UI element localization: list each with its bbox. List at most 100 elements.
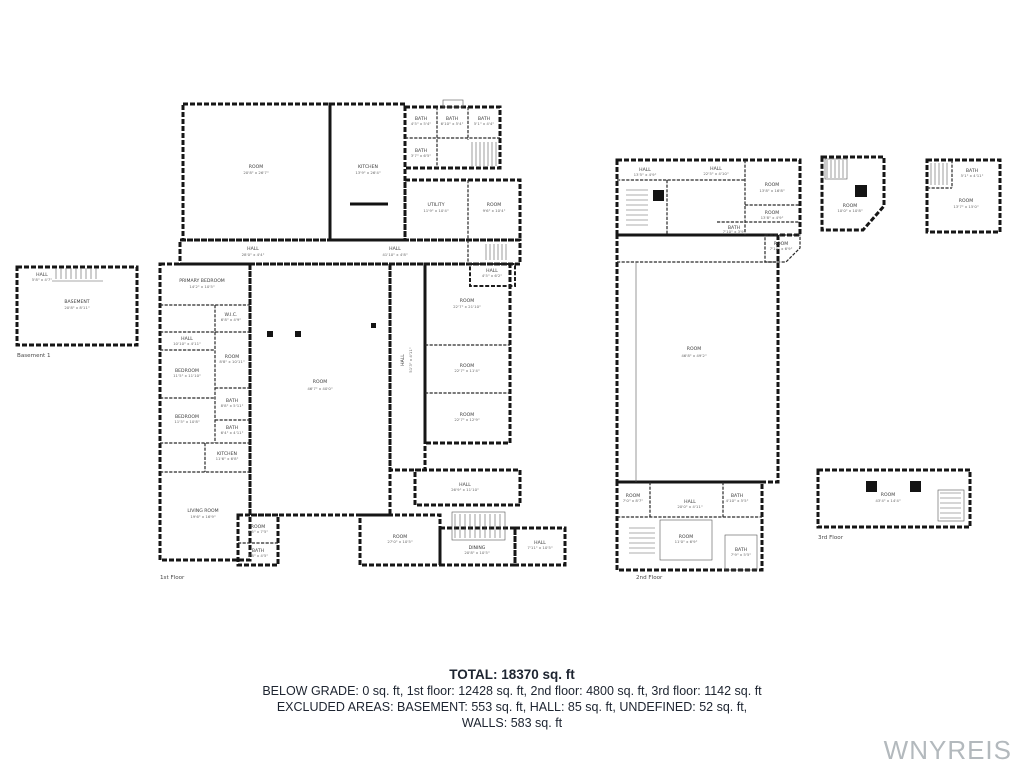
- third-floor-plan: ROOM 10'0" x 10'8" BATH 5'1" x 4'11" ROO…: [816, 155, 1002, 541]
- room-label: ROOM: [881, 492, 895, 498]
- room-label: ROOM: [774, 241, 788, 247]
- room-label: HALL: [710, 166, 722, 172]
- room-dims: 7'9" x 5'5": [731, 552, 752, 557]
- room-dims: 13'9" x 26'4": [355, 170, 381, 175]
- room-label: ROOM: [765, 210, 779, 216]
- floor-caption-third: 3rd Floor: [818, 535, 844, 541]
- room-label: HALL: [36, 272, 48, 278]
- first-floor-walls: [158, 99, 567, 567]
- room-dims: 22'5" x 4'10": [703, 171, 729, 176]
- third-floor-stairs-icon: [826, 160, 961, 519]
- room-dims: 41'10" x 4'8": [382, 252, 408, 257]
- chimney-marks: [653, 190, 664, 201]
- room-dims: 22'7" x 11'4": [454, 368, 480, 373]
- room-label: ROOM: [460, 412, 474, 418]
- room-dims: 4'5" x 5'4": [411, 121, 432, 126]
- room-dims: 14'2" x 10'5": [189, 284, 215, 289]
- chimney-marks: [855, 185, 921, 492]
- room-label: ROOM: [765, 182, 779, 188]
- room-label: ROOM: [843, 203, 857, 209]
- room-label: HALL: [486, 268, 498, 274]
- room-label: ROOM: [251, 524, 265, 530]
- room-dims: 6'8" x 4'9": [221, 317, 242, 322]
- total-area-text: TOTAL: 18370 sq. ft: [449, 667, 575, 682]
- room-label: BATH: [226, 425, 238, 431]
- room-label: ROOM: [460, 363, 474, 369]
- room-dims: 20'8" x 10'5": [464, 550, 490, 555]
- room-label: HALL: [684, 499, 696, 505]
- room-label: ROOM: [959, 198, 973, 204]
- second-floor-stairs-icon: [626, 189, 655, 554]
- room-dims: 26'9" x 11'10": [451, 487, 479, 492]
- room-label: BATH: [731, 493, 743, 499]
- walls-area-text: WALLS: 583 sq. ft: [461, 716, 563, 730]
- room-dims: 28'0" x 4'4": [242, 252, 265, 257]
- second-floor-plan: HALL 13'5" x 4'9" HALL 22'5" x 4'10" ROO…: [615, 158, 802, 581]
- by-floor-area-text: BELOW GRADE: 0 sq. ft, 1st floor: 12428 …: [262, 684, 762, 698]
- room-dims: 11'0" x 6'9": [675, 539, 698, 544]
- first-floor-stairs-icon: [454, 142, 507, 538]
- room-label: ROOM: [687, 346, 701, 352]
- room-dims: 5'1" x 4'11": [961, 173, 984, 178]
- room-label: HALL: [639, 167, 651, 173]
- room-label: HALL: [534, 540, 546, 546]
- room-label: ROOM: [487, 202, 501, 208]
- room-label: ROOM: [249, 164, 263, 170]
- room-label: BATH: [478, 116, 490, 122]
- room-label: BEDROOM: [175, 414, 199, 420]
- room-label: BATH: [415, 116, 427, 122]
- room-dims: 6'5" x 7'5": [248, 529, 269, 534]
- room-dims: 13'8" x 4'9": [761, 215, 784, 220]
- room-dims: 11'6" x 6'8": [216, 456, 239, 461]
- first-floor-plan: ROOM 20'8" x 26'7" KITCHEN 13'9" x 26'4"…: [158, 99, 567, 581]
- room-dims: 13'8" x 16'8": [759, 188, 785, 193]
- room-label: BATH: [415, 148, 427, 154]
- room-label: ROOM: [679, 534, 693, 540]
- room-label: ROOM: [225, 354, 239, 360]
- room-label: BATH: [446, 116, 458, 122]
- room-label: ROOM: [626, 493, 640, 499]
- room-label: BATH: [252, 548, 264, 554]
- basement-plan: HALL 5'8" x 4'7" BASEMENT 20'8" x 8'11" …: [15, 265, 139, 359]
- room-dims: 3'7" x 6'5": [411, 153, 432, 158]
- room-label: BEDROOM: [175, 368, 199, 374]
- room-dims: 13'7" x 15'0": [953, 204, 979, 209]
- room-label: HALL: [247, 246, 259, 252]
- room-label: DINING: [469, 545, 486, 551]
- room-dims: 4'10" x 5'5": [726, 498, 749, 503]
- room-dims: 11'9" x 10'4": [423, 208, 449, 213]
- room-dims: 5'1" x 4'4": [474, 121, 495, 126]
- area-summary: TOTAL: 18370 sq. ft BELOW GRADE: 0 sq. f…: [0, 666, 1024, 731]
- room-dims: 6'4" x 4'11": [221, 430, 244, 435]
- room-dims: 9'6" x 10'4": [483, 208, 506, 213]
- room-dims: 46'8" x 49'2": [681, 353, 707, 358]
- room-label: HALL: [389, 246, 401, 252]
- room-label: BATH: [226, 398, 238, 404]
- room-label: BASEMENT: [64, 299, 89, 305]
- room-label: UTILITY: [427, 202, 444, 208]
- room-dims: 8'8" x 10'11": [219, 359, 245, 364]
- room-label: ROOM: [460, 298, 474, 304]
- wnyreis-watermark: WNYREIS: [883, 735, 1012, 765]
- room-label: W.I.C.: [225, 312, 238, 318]
- room-dims: 5'8" x 4'7": [32, 277, 53, 282]
- room-dims: 20'8" x 26'7": [243, 170, 269, 175]
- room-dims: 20'0" x 4'11": [677, 504, 703, 509]
- room-label: BATH: [966, 168, 978, 174]
- room-label: ROOM: [313, 379, 327, 385]
- third-floor-walls: [816, 155, 1002, 529]
- room-dims: 22'7" x 21'10": [453, 304, 481, 309]
- room-dims: 7'0" x 8'7": [623, 498, 644, 503]
- room-label: KITCHEN: [358, 164, 378, 170]
- floor-caption-basement: Basement 1: [17, 353, 51, 359]
- room-label: HALL: [181, 336, 193, 342]
- room-dims: 13'5" x 4'9": [634, 172, 657, 177]
- room-dims: 7'11" x 10'5": [527, 545, 553, 550]
- room-dims: 8'8" x 5'11": [221, 403, 244, 408]
- room-label: HALL: [459, 482, 471, 488]
- room-dims: 22'7" x 12'9": [454, 417, 480, 422]
- second-floor-walls: [615, 158, 802, 572]
- room-dims: 43'4" x 14'4": [875, 498, 901, 503]
